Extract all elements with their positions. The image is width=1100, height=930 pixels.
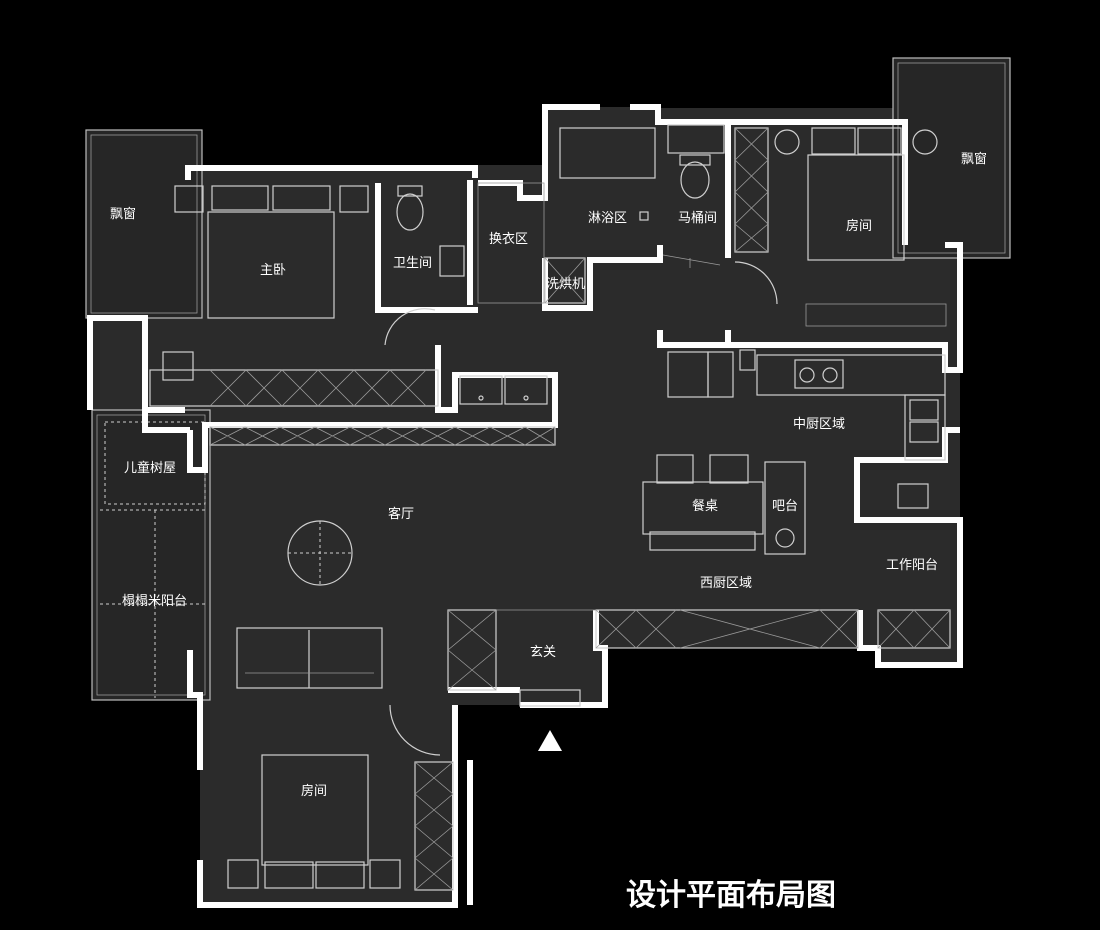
bathroom-fixtures	[384, 185, 548, 405]
entrance-cabinet	[447, 609, 596, 707]
room-label-bar: 吧台	[772, 499, 798, 514]
master-bed	[162, 185, 369, 381]
page-title: 设计平面布局图	[626, 878, 836, 913]
dining-furniture	[642, 454, 806, 555]
living-room-furniture	[236, 520, 383, 689]
room-label-bedroom-top-right: 房间	[846, 218, 872, 234]
floor-area	[90, 107, 960, 905]
room-label-mid-kitchen: 中厨区域	[793, 417, 845, 432]
entrance-marker-icon	[538, 730, 562, 751]
bedroom-top-right-furniture	[734, 127, 947, 327]
room-label-dressing: 换衣区	[489, 231, 528, 247]
room-label-bathroom: 卫生间	[393, 256, 432, 271]
room-label-dining-table: 餐桌	[692, 498, 718, 514]
bedroom-bottom-furniture	[227, 704, 454, 891]
bay-window-right	[892, 57, 1011, 259]
shower-fixtures	[477, 124, 725, 304]
mid-kitchen-fixtures	[667, 349, 946, 461]
room-label-shower: 淋浴区	[588, 211, 627, 226]
room-label-bay-window-left: 飘窗	[110, 206, 136, 222]
room-label-bedroom-bottom: 房间	[301, 783, 327, 799]
room-label-living-room: 客厅	[388, 506, 414, 522]
bay-window-left	[85, 129, 203, 319]
room-label-toilet: 马桶间	[678, 211, 717, 226]
room-label-western-kitchen: 西厨区域	[700, 576, 752, 591]
west-kitchen-cabinets	[595, 483, 951, 649]
room-label-dryer: 洗烘机	[546, 277, 585, 292]
room-label-entrance: 玄关	[530, 645, 556, 660]
room-label-tatami-balcony: 榻榻米阳台	[122, 594, 187, 609]
room-label-kids-treehouse: 儿童树屋	[124, 460, 176, 476]
room-label-master-bedroom: 主卧	[260, 263, 286, 278]
master-wardrobe	[149, 369, 556, 446]
room-label-bay-window-right: 飘窗	[961, 151, 987, 167]
room-label-work-balcony: 工作阳台	[886, 558, 938, 573]
